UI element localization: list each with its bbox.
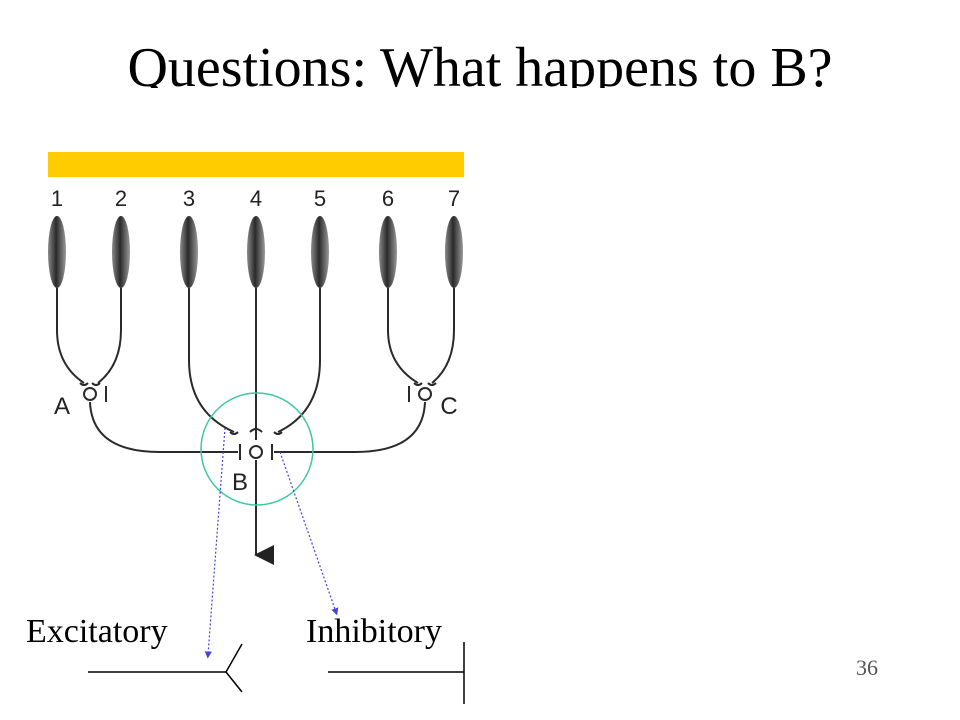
receptor-cell xyxy=(379,216,397,288)
receptor-cell xyxy=(247,216,265,288)
receptor-cell xyxy=(112,216,130,288)
excitatory-pointer xyxy=(204,427,226,659)
receptor-cell xyxy=(48,216,66,288)
inhibitory-pointer xyxy=(279,451,339,616)
stimulus-bar xyxy=(48,152,464,177)
slide-title: Questions: What happens to B? xyxy=(127,37,833,88)
neuron-label: 6 xyxy=(382,186,394,211)
highlight-circle xyxy=(200,392,314,506)
inhibitory-symbol xyxy=(328,642,465,704)
inhibitory-label: Inhibitory xyxy=(306,613,442,650)
neuron-label: 3 xyxy=(183,186,195,211)
cell-label-a: A xyxy=(54,393,70,420)
neuron-label: 7 xyxy=(448,186,460,211)
neuron-label: 5 xyxy=(314,186,326,211)
cell-label-b: B xyxy=(232,469,248,496)
axon-paths xyxy=(56,288,455,565)
synapses xyxy=(79,382,437,460)
excitatory-label: Excitatory xyxy=(26,613,168,650)
excitatory-symbol xyxy=(88,643,243,693)
receptor-cells xyxy=(48,216,463,288)
slide-number: 36 xyxy=(856,655,878,679)
neuron-label: 2 xyxy=(115,186,127,211)
receptor-cell xyxy=(311,216,329,288)
neuron-label: 1 xyxy=(51,186,63,211)
receptor-cell xyxy=(445,216,463,288)
receptor-cell xyxy=(180,216,198,288)
cell-label-c: C xyxy=(440,393,457,420)
neuron-label: 4 xyxy=(250,186,262,211)
